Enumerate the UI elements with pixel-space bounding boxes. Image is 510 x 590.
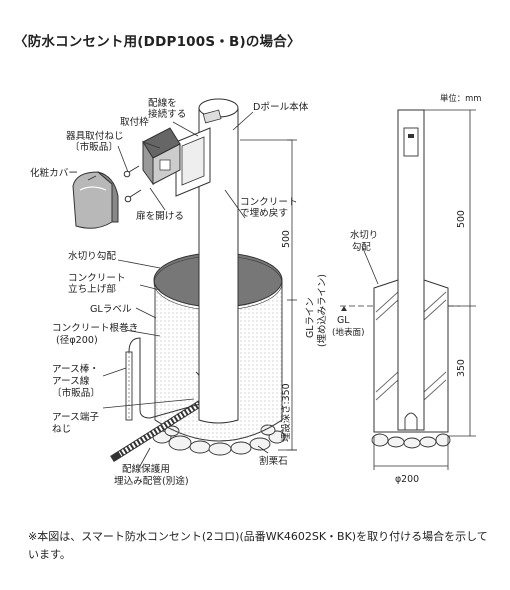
perspective-drawing <box>72 98 297 467</box>
right-labels: 単位：mm 水切り 勾配 GL (地表面) φ200 <box>332 93 481 485</box>
label-drain-right: 水切り <box>350 229 378 241</box>
left-labels: 配線を 接続する Dポール本体 取付枠 器具取付ねじ 〔市販品〕 化粧カバー 扉… <box>30 97 309 487</box>
label-concrete-wrap-2: (径φ200) <box>56 334 98 346</box>
elevation-drawing <box>340 109 476 470</box>
dim-350-right: 350 <box>456 359 467 377</box>
label-d-pole: Dポール本体 <box>253 101 309 113</box>
label-cover: 化粧カバー <box>30 167 78 179</box>
label-drain-right-2: 勾配 <box>352 241 371 253</box>
leader-lines <box>87 111 269 467</box>
label-earth-terminal: アース端子 <box>52 411 99 423</box>
dim-500-right: 500 <box>456 210 467 228</box>
label-gl: GL <box>337 315 350 326</box>
label-backfill: コンクリート <box>240 197 298 208</box>
page-title: 〈防水コンセント用(DDP100S・B)の場合〉 <box>14 34 301 50</box>
label-earth-rod-3: 〔市販品〕 <box>52 387 100 399</box>
dimension-lines-right <box>373 109 476 470</box>
label-earth-rod: アース棒・ <box>52 363 99 375</box>
label-gl-label: GLラベル <box>90 304 132 315</box>
label-earth-terminal-2: ねじ <box>52 424 71 435</box>
label-conduit: 配線保護用 <box>122 463 170 475</box>
label-ground-surface: (地表面) <box>332 326 365 338</box>
label-gl-line-2: (埋め込みライン) <box>317 274 328 347</box>
label-fixture-screw-2: 〔市販品〕 <box>70 141 118 153</box>
label-concrete-rise: コンクリート <box>68 273 126 284</box>
label-concrete-wrap: コンクリート根巻き <box>52 322 138 334</box>
mounting-frame <box>175 127 211 197</box>
label-concrete-rise-2: 立ち上げ部 <box>68 283 116 295</box>
label-backfill-2: で埋め戻す <box>240 207 288 219</box>
label-drain-slope: 水切り勾配 <box>68 250 116 262</box>
label-earth-rod-2: アース線 <box>52 375 90 387</box>
label-gravel: 割栗石 <box>259 455 288 467</box>
gl-marker-icon <box>341 306 347 311</box>
label-fixture-screw: 器具取付ねじ <box>66 131 124 142</box>
decorative-cover <box>72 171 119 229</box>
outlet-box <box>142 127 181 186</box>
screw-icon <box>123 165 142 203</box>
label-unit: 単位：mm <box>440 93 481 103</box>
label-open-door: 扉を開ける <box>136 210 184 222</box>
dim-500-left: 500 <box>281 230 292 248</box>
label-diameter: φ200 <box>395 474 419 485</box>
rotated-labels: 500 埋設深さ:350 GLライン (埋め込みライン) 500 350 <box>280 210 467 442</box>
label-gl-line: GLライン <box>305 297 316 338</box>
dimension-lines-left <box>240 139 297 451</box>
dim-350-left: 埋設深さ:350 <box>280 383 292 442</box>
footnote: ※本図は、スマート防水コンセント(2コロ)(品番WK4602SK・BK)を取り付… <box>28 530 488 561</box>
label-mount-frame: 取付枠 <box>120 116 149 128</box>
concrete-hatch <box>375 291 447 401</box>
label-conduit-2: 埋込み配管(別途) <box>114 475 189 487</box>
label-wiring: 配線を <box>148 97 177 109</box>
label-wiring-2: 接続する <box>148 108 186 120</box>
d-pole-body <box>198 98 239 424</box>
